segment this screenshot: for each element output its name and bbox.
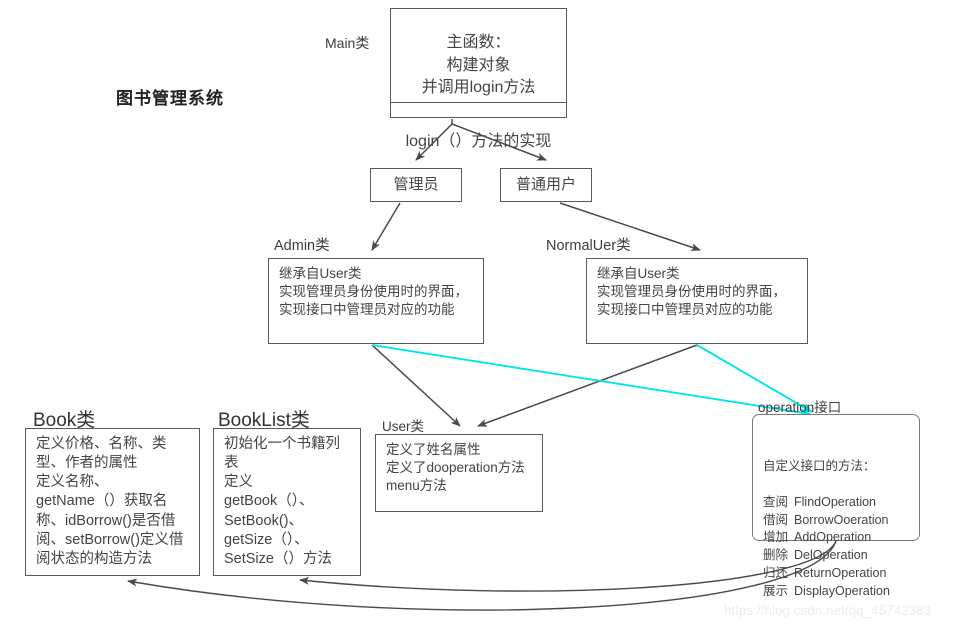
operation-method-cn: 删除 [763, 548, 789, 562]
normaluser-class-box[interactable]: 继承自User类 实现管理员身份使用时的界面， 实现接口中管理员对应的功能 [586, 258, 808, 344]
operation-method-row: 查阅 FlindOperation [763, 494, 915, 512]
normaluser-class-label: NormalUer类 [546, 238, 631, 254]
edge-normal-class-to-user-class [477, 344, 698, 427]
main-class-bottom-text: login（）方法的实现 [405, 132, 552, 150]
page-title: 图书管理系统 [116, 89, 224, 108]
role-box-admin[interactable]: 管理员 [370, 168, 462, 202]
operation-method-row: 删除 DelOperation [763, 547, 915, 565]
edge-admin-class-to-operation [371, 344, 811, 417]
operation-interface-label: operation接口 [758, 400, 842, 415]
operation-heading: 自定义接口的方法： [763, 459, 876, 474]
operation-method-cn: 展示 [763, 583, 789, 598]
admin-class-label: Admin类 [274, 238, 330, 254]
operation-method-en: ReturnOperation [794, 565, 887, 580]
operation-method-en: BorrowOoeration [794, 512, 889, 527]
main-class-box[interactable]: 主函数： 构建对象 并调用login方法 login（）方法的实现 [390, 8, 567, 150]
operation-method-row: 增加 AddOperation [763, 529, 915, 547]
operation-method-en: DisplayOperation [794, 583, 890, 598]
booklist-class-label: BookList类 [218, 410, 310, 431]
book-class-label: Book类 [33, 410, 96, 431]
user-class-box[interactable]: 定义了姓名属性 定义了dooperation方法 menu方法 [375, 434, 543, 512]
operation-method-en: AddOperation [794, 530, 872, 545]
role-box-normal-user[interactable]: 普通用户 [500, 168, 592, 202]
operation-method-row: 归还 ReturnOperation [763, 565, 915, 583]
operation-interface-box[interactable]: 自定义接口的方法： 查阅 FlindOperation 借阅 BorrowOoerat… [752, 414, 920, 598]
main-class-top-text: 主函数： 构建对象 并调用login方法 [391, 30, 566, 104]
user-class-label: User类 [382, 419, 425, 434]
operation-method-cn: 查阅 [763, 494, 789, 509]
watermark: https://blog.csdn.net/qq_45742383 [724, 603, 932, 618]
operation-method-list: 查阅 FlindOperation 借阅 BorrowOoeration 增加 AddOp… [763, 494, 915, 601]
main-class-label: Main类 [325, 35, 370, 51]
operation-method-cn: 归还 [763, 565, 789, 580]
admin-class-box[interactable]: 继承自User类 实现管理员身份使用时的界面， 实现接口中管理员对应的功能 [268, 258, 484, 344]
operation-method-cn: 增加 [763, 530, 789, 545]
operation-method-row: 借阅 BorrowOoeration [763, 512, 915, 530]
operation-method-en: DelOperation [794, 548, 868, 562]
book-class-box[interactable]: 定义价格、名称、类型、作者的属性 定义名称、 getName（）获取名称、idB… [25, 428, 200, 576]
operation-method-cn: 借阅 [763, 512, 789, 527]
edge-admin-role-to-admin-class [371, 202, 401, 251]
edge-admin-class-to-user-class [371, 344, 461, 427]
operation-method-row: 展示 DisplayOperation [763, 583, 915, 601]
operation-method-en: FlindOperation [794, 494, 877, 509]
booklist-class-box[interactable]: 初始化一个书籍列表 定义 getBook（）、 SetBook()、 getSi… [213, 428, 361, 576]
